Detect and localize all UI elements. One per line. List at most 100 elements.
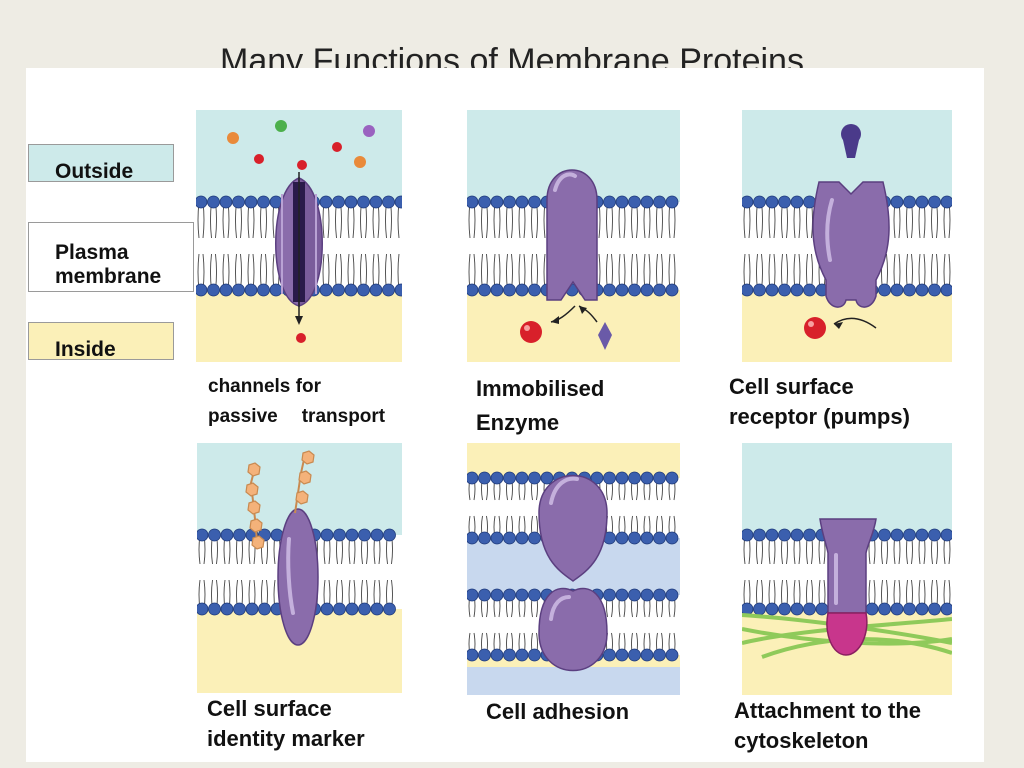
lipid-head	[928, 195, 941, 209]
lipid-head	[515, 195, 529, 209]
lipid-head	[890, 602, 904, 616]
lipid-head	[269, 283, 283, 297]
lipid-head	[490, 195, 504, 209]
lipid-head	[615, 531, 629, 545]
lipid-head	[503, 283, 516, 297]
lipid-head	[815, 602, 829, 616]
lipid-head	[344, 195, 358, 209]
cytoskeleton-diagram	[742, 443, 952, 695]
lipid-head	[528, 588, 541, 602]
receptor-diagram	[742, 110, 952, 362]
lipid-head	[803, 602, 816, 616]
lipid-head	[778, 602, 791, 616]
lipid-head	[383, 528, 396, 542]
lipid-head	[332, 283, 345, 297]
lipid-head	[765, 528, 779, 542]
lipid-head	[603, 588, 616, 602]
caption-channels-line1: channels for	[208, 376, 321, 397]
lipid-head	[928, 283, 941, 297]
lipid-head	[357, 195, 370, 209]
enzyme-protein	[546, 169, 598, 301]
lipid-head	[603, 471, 616, 485]
lipid-head	[890, 195, 904, 209]
lipid-head	[665, 531, 679, 545]
caption-identity-line2: identity marker	[207, 726, 365, 751]
lipid-head	[515, 471, 529, 485]
lipid-head	[394, 195, 402, 209]
lipid-head	[345, 528, 359, 542]
lipid-head	[540, 471, 554, 485]
lipid-head	[382, 283, 395, 297]
lipid-head	[615, 195, 629, 209]
lipid-head	[478, 283, 491, 297]
lipid-head	[590, 471, 604, 485]
lipid-head	[878, 283, 891, 297]
lipid-head	[790, 602, 804, 616]
caption-adhesion: Cell adhesion	[486, 696, 686, 728]
caption-receptor: Cell surface receptor (pumps)	[729, 372, 979, 432]
lipid-head	[490, 531, 504, 545]
caption-channels-transport: transport	[301, 406, 386, 427]
lipid-head	[628, 648, 641, 662]
lipid-head	[369, 283, 383, 297]
lipid-head	[778, 283, 791, 297]
lipid-head	[515, 588, 529, 602]
lipid-head	[653, 471, 666, 485]
lipid-head	[196, 283, 208, 297]
lipid-head	[345, 602, 359, 616]
enzyme-diagram	[467, 110, 680, 362]
signal-output	[804, 317, 877, 339]
lipid-head	[640, 283, 654, 297]
lipid-head	[653, 531, 666, 545]
legend-inside-label: Inside	[55, 338, 116, 361]
lipid-head	[653, 648, 666, 662]
lipid-head	[753, 283, 766, 297]
lipid-head	[940, 528, 952, 542]
caption-receptor-line2: receptor (pumps)	[729, 404, 910, 429]
lipid-head	[615, 471, 629, 485]
lipid-head	[742, 195, 754, 209]
lipid-head	[478, 471, 491, 485]
legend-inside: Inside	[28, 322, 174, 361]
lipid-head	[478, 588, 491, 602]
lipid-head	[665, 195, 679, 209]
lipid-head	[358, 602, 371, 616]
lipid-head	[628, 588, 641, 602]
caption-identity-line1: Cell surface	[207, 696, 332, 721]
signal-molecule	[841, 124, 861, 158]
lipid-head	[319, 195, 333, 209]
lipid-head	[319, 283, 333, 297]
lipid-head	[208, 528, 221, 542]
lipid-head	[778, 195, 791, 209]
lipid-head	[640, 195, 654, 209]
lipid-head	[628, 471, 641, 485]
lipid-head	[478, 531, 491, 545]
lipid-head	[803, 528, 816, 542]
channel-diagram	[196, 110, 402, 362]
lipid-head	[940, 602, 952, 616]
lipid-head	[528, 195, 541, 209]
lipid-head	[467, 588, 479, 602]
lipid-head	[467, 648, 479, 662]
legend-outside-label: Outside	[55, 160, 134, 183]
lipid-head	[369, 195, 383, 209]
lipid-head	[244, 195, 258, 209]
lipid-head	[640, 531, 654, 545]
lipid-head	[320, 528, 334, 542]
lipid-head	[382, 195, 395, 209]
lipid-head	[467, 531, 479, 545]
enzyme-substrates	[520, 305, 612, 350]
lipid-head	[383, 602, 396, 616]
lipid-head	[370, 602, 384, 616]
caption-cytoskeleton-line1: Attachment to the	[734, 698, 921, 723]
lipid-head	[665, 588, 679, 602]
lipid-head	[742, 528, 754, 542]
adhesion-protein-lower	[538, 587, 608, 672]
lipid-head	[207, 195, 220, 209]
lipid-head	[528, 648, 541, 662]
lipid-head	[742, 283, 754, 297]
lipid-head	[665, 283, 679, 297]
carbohydrate-chains	[245, 450, 315, 550]
lipid-head	[467, 471, 479, 485]
